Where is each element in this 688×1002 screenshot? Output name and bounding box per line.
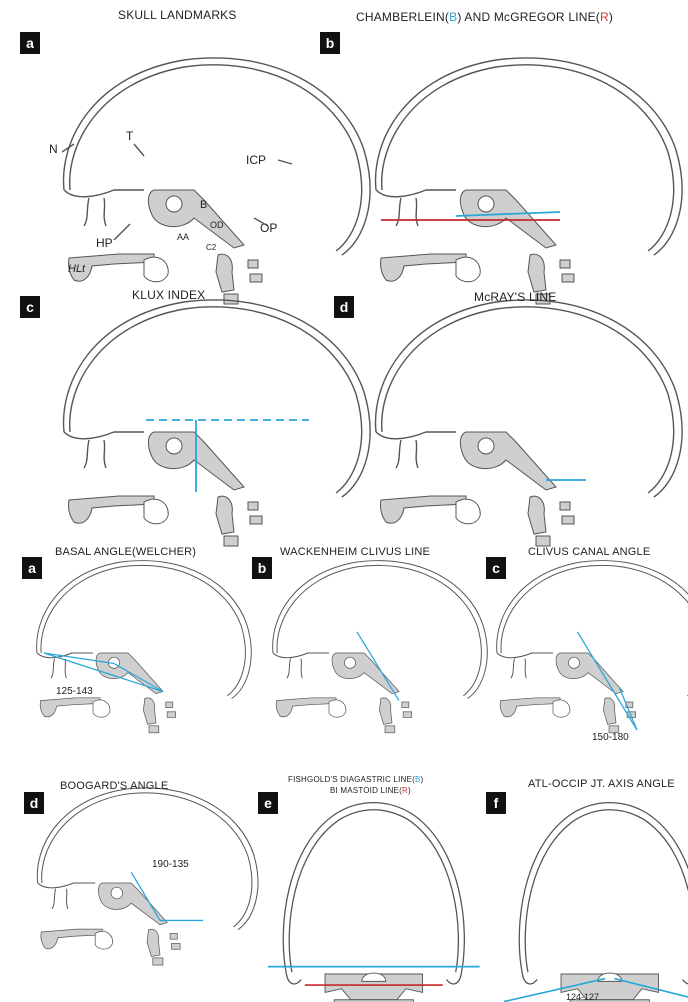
wackenheim-title: WACKENHEIM CLIVUS LINE <box>280 546 430 558</box>
panel-chamberlain-mcgregor <box>376 58 683 304</box>
panel-b-badge: b <box>320 32 340 54</box>
bottom-e-badge: e <box>258 792 278 814</box>
panel-fishgold <box>268 803 480 1002</box>
landmark-b-label: B <box>200 199 207 211</box>
landmark-c2-label: C2 <box>206 243 217 252</box>
panel-basal-angle <box>37 561 252 733</box>
bottom-c-badge: c <box>486 557 506 579</box>
landmark-hp-label: HP <box>96 236 113 250</box>
boogard-value: 190-135 <box>152 859 189 870</box>
landmark-od-label: OD <box>210 220 224 230</box>
ao-angle-title: ATL-OCCIP JT. AXIS ANGLE <box>528 778 675 790</box>
clivus-canal-value: 150-180 <box>592 732 629 743</box>
landmark-t-label: T <box>126 129 134 143</box>
panel-d-badge: d <box>334 296 354 318</box>
ao-angle-value: 124-127 <box>566 992 599 1002</box>
panel-atlanto-occipital <box>504 803 688 1002</box>
panel-clivus-canal <box>497 561 688 733</box>
landmark-icp-label: ICP <box>246 153 266 167</box>
clivus-canal-title: CLIVUS CANAL ANGLE <box>528 546 650 558</box>
panel-a-badge: a <box>20 32 40 54</box>
basal-angle-title: BASAL ANGLE(WELCHER) <box>55 546 196 558</box>
panel-wackenheim <box>273 561 488 733</box>
chamberlain-mcgregor-title: CHAMBERLEIN(B) AND McGREGOR LINE(R) <box>356 10 613 24</box>
mcrae-line-title: McRAY'S LINE <box>474 290 557 304</box>
fishgold-title-line1: FISHGOLD'S DIAGASTRIC LINE(B) <box>288 775 423 784</box>
panel-boogard <box>37 788 258 965</box>
landmark-n-label: N <box>49 142 58 156</box>
landmark-aa-label: AA <box>177 232 189 242</box>
panel-skull-landmarks: N T ICP B OD OP AA C2 HP HLt <box>49 58 370 304</box>
basal-angle-value: 125-143 <box>56 686 93 697</box>
panel-klux-index <box>64 300 371 546</box>
skull-landmarks-title: SKULL LANDMARKS <box>118 8 237 22</box>
bottom-b-badge: b <box>252 557 272 579</box>
panel-c-badge: c <box>20 296 40 318</box>
bottom-f-badge: f <box>486 792 506 814</box>
bottom-d-badge: d <box>24 792 44 814</box>
boogard-title: BOOGARD'S ANGLE <box>60 780 168 792</box>
signature: HLt <box>68 263 86 275</box>
klux-index-title: KLUX INDEX <box>132 288 205 302</box>
bimastoid-title-line2: BI MASTOID LINE(R) <box>330 786 411 795</box>
panel-mcrae-line <box>376 300 683 546</box>
clivus-canal-line-2 <box>620 688 638 730</box>
bottom-a-badge: a <box>22 557 42 579</box>
